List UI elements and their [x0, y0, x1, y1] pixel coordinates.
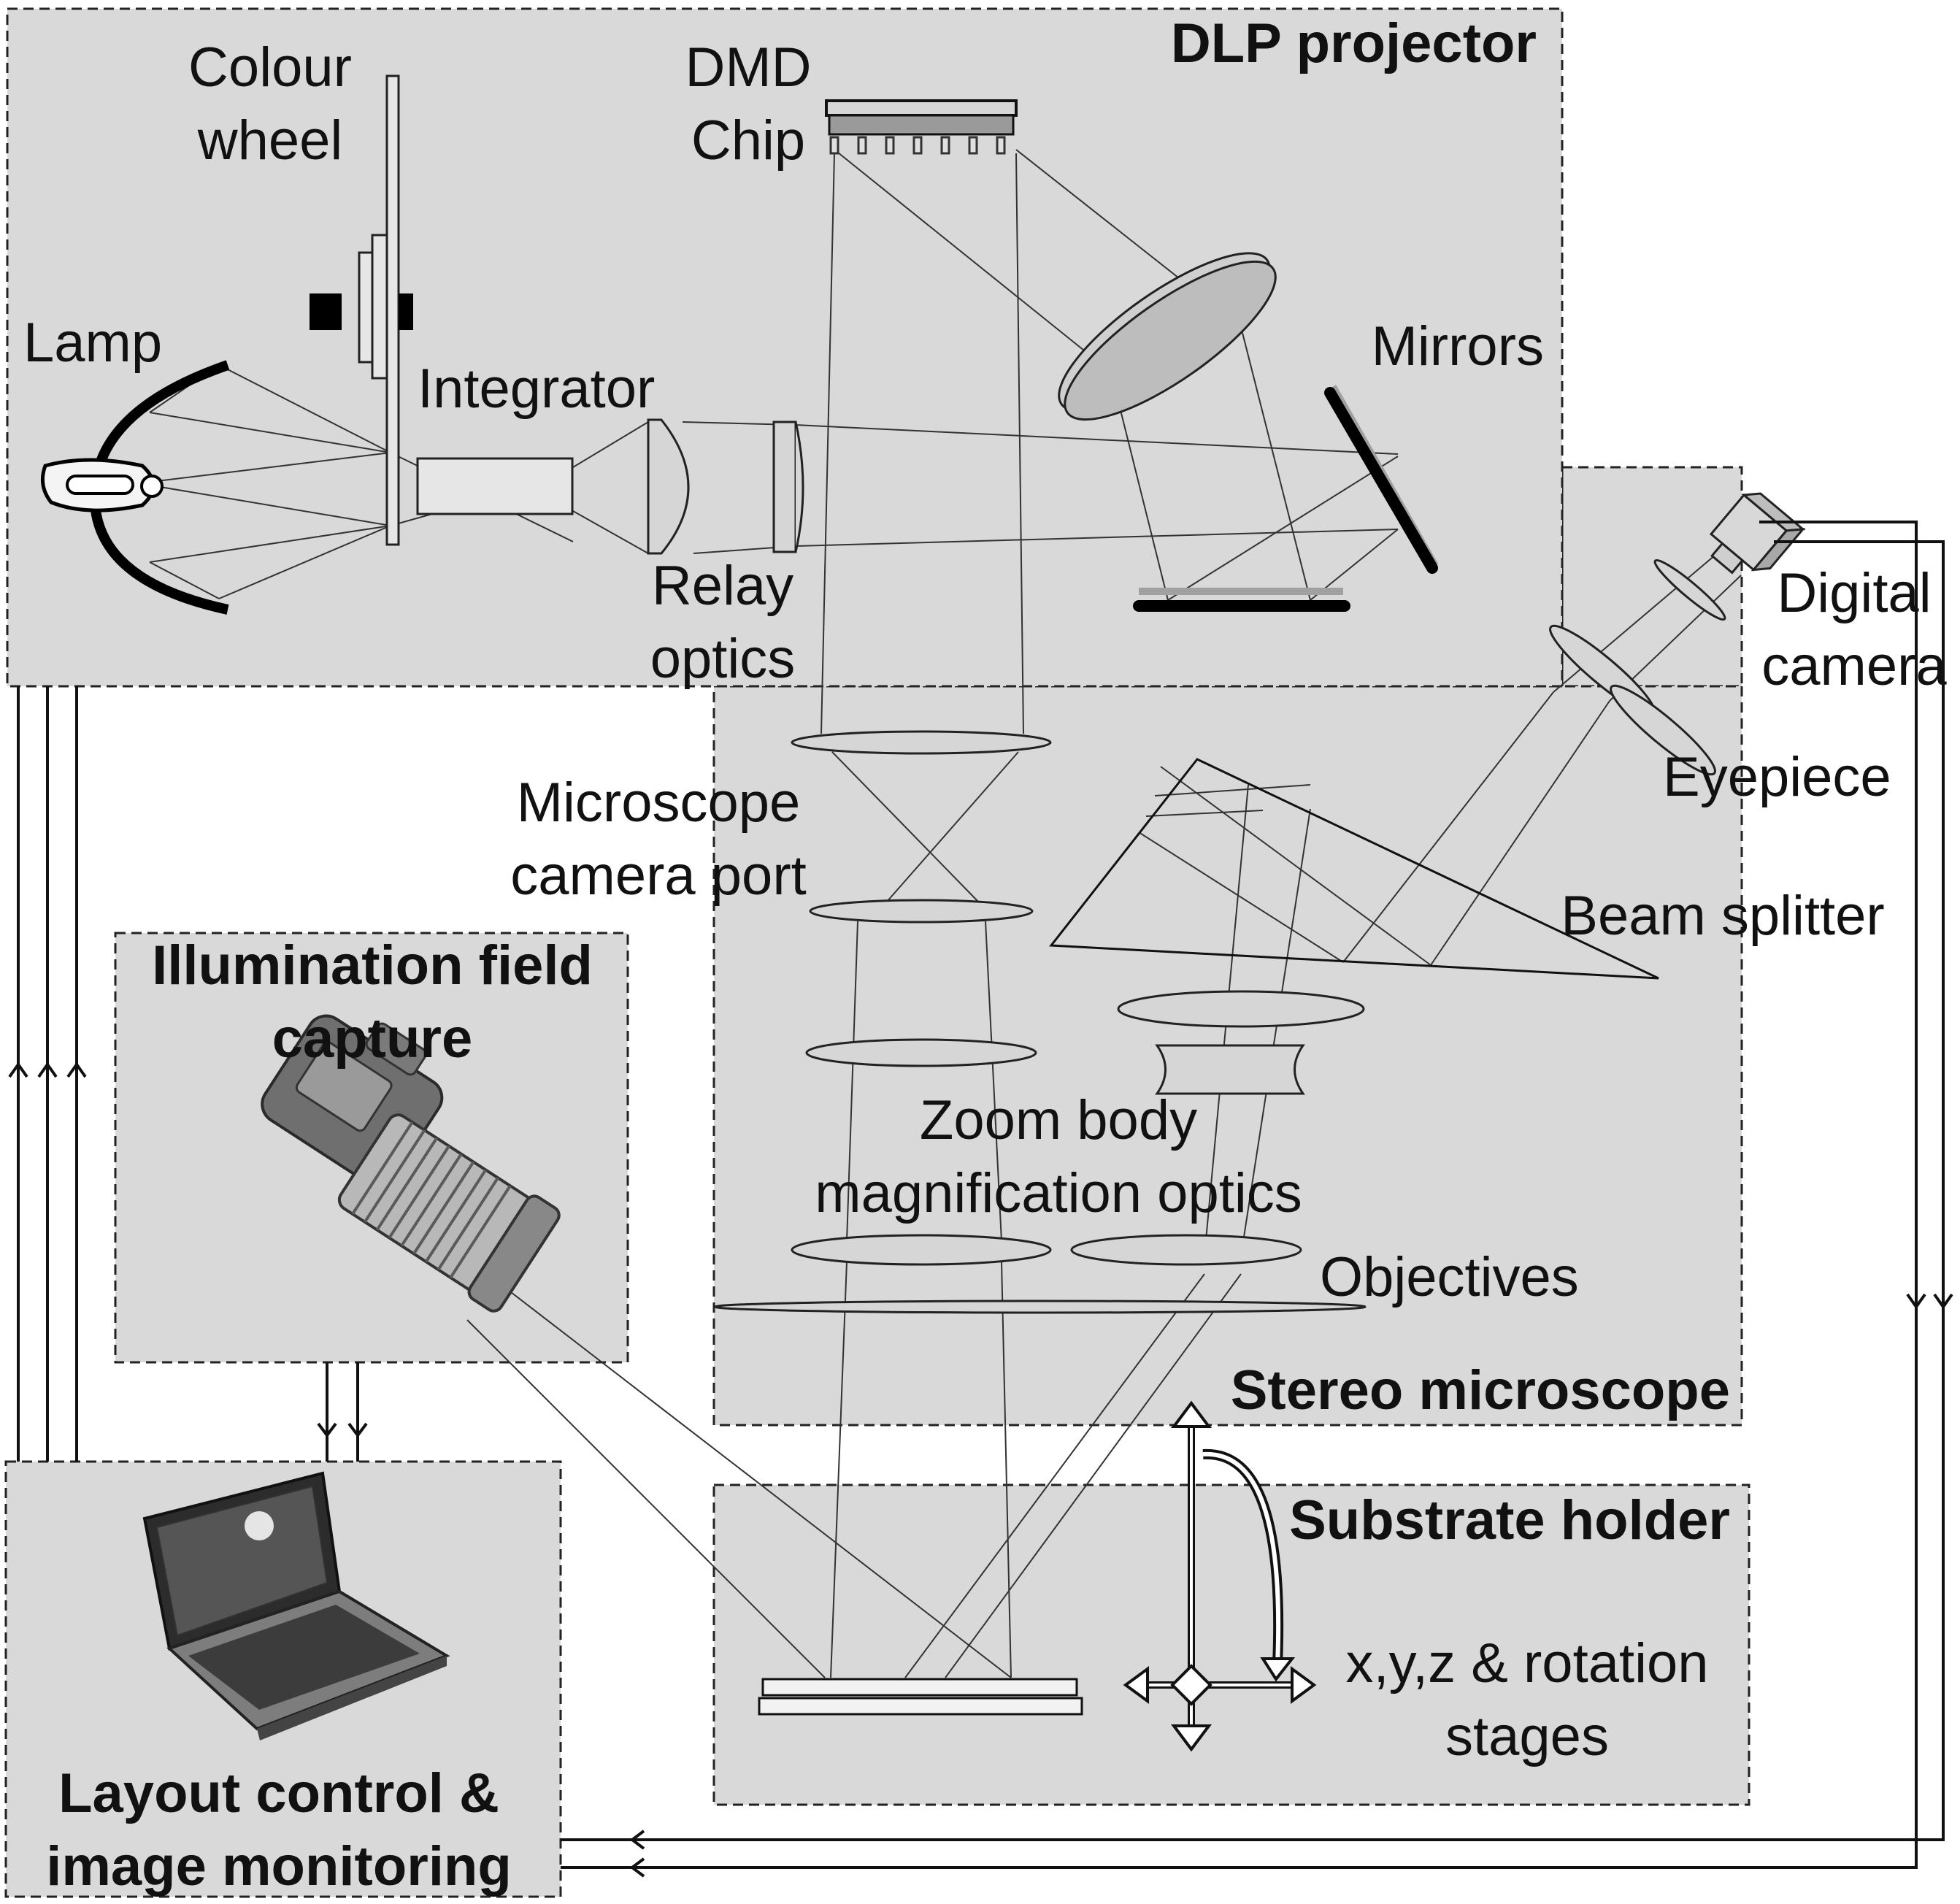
- relay-optics-label-line2: optics: [650, 628, 796, 690]
- zoom-body-label-line2: magnification optics: [815, 1162, 1302, 1224]
- stages-label-line2: stages: [1445, 1705, 1609, 1767]
- layout-control-title-line1: Layout control &: [58, 1762, 499, 1824]
- camera-port-label-line2: camera port: [510, 845, 807, 907]
- zoom-lens-left: [807, 1040, 1036, 1066]
- stereo-microscope-title: Stereo microscope: [1231, 1359, 1730, 1421]
- colour-wheel-label-line2: wheel: [197, 110, 343, 172]
- layout-control-title-line2: image monitoring: [46, 1835, 512, 1897]
- dmd-chip-label-line1: DMD: [685, 37, 811, 99]
- integrator-label: Integrator: [418, 358, 655, 420]
- digital-camera-label-line2: camera: [1761, 635, 1947, 697]
- digital-camera-label-line1: Digital: [1777, 562, 1931, 624]
- substrate-holder-title: Substrate holder: [1289, 1489, 1730, 1551]
- dlp-projector-title: DLP projector: [1171, 12, 1537, 74]
- zoom-body-label-line1: Zoom body: [920, 1089, 1197, 1151]
- camera-port-label-line1: Microscope: [517, 772, 801, 834]
- beam-splitter-label: Beam splitter: [1561, 885, 1885, 947]
- objectives-label: Objectives: [1320, 1246, 1579, 1308]
- stages-label-line1: x,y,z & rotation: [1345, 1632, 1708, 1694]
- illumination-title-line1: Illumination field: [152, 934, 593, 997]
- relay-optics-label-line1: Relay: [652, 555, 793, 617]
- mirrors-label: Mirrors: [1372, 315, 1544, 377]
- lamp-label: Lamp: [23, 312, 162, 374]
- integrator-rod: [418, 458, 572, 514]
- illumination-title-line2: capture: [272, 1007, 473, 1070]
- dmd-chip-label-line2: Chip: [691, 110, 805, 172]
- eyepiece-label: Eyepiece: [1663, 746, 1891, 808]
- colour-wheel-label-line1: Colour: [188, 37, 352, 99]
